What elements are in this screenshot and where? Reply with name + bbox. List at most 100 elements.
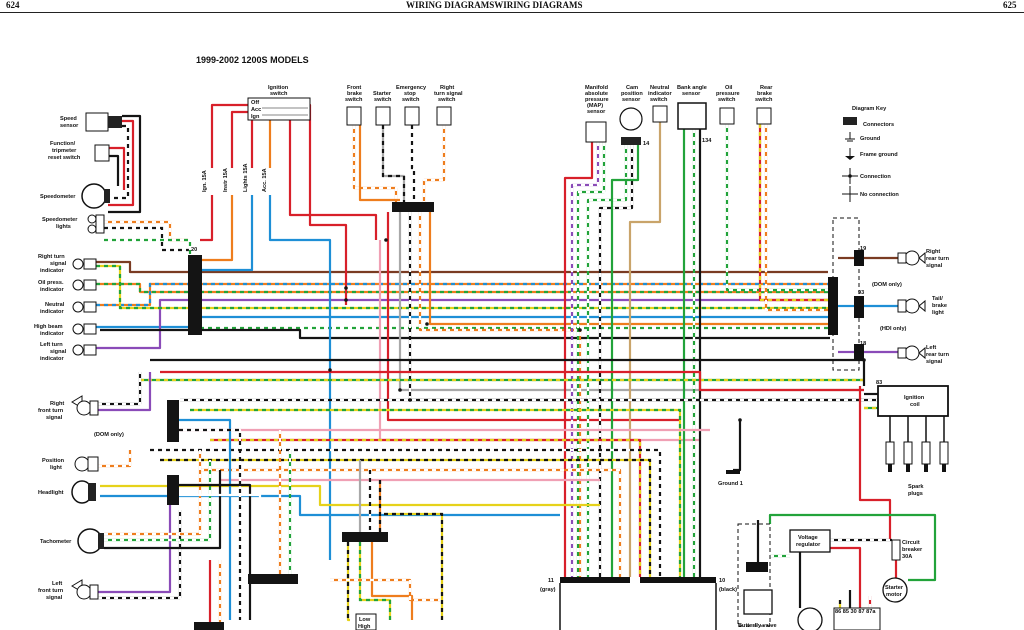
wire-stripe-white-53 xyxy=(576,142,606,577)
wire-junction xyxy=(738,418,742,422)
wire-red-26 xyxy=(300,103,348,305)
wire-orange-white-38 xyxy=(422,125,446,207)
speedometer-lights-label-2: lights xyxy=(56,224,71,230)
svg-text:absolute: absolute xyxy=(585,91,608,97)
lower-connector-1 xyxy=(248,574,298,584)
wire-stripe-yellow-67 xyxy=(758,124,828,302)
function-switch: Function/ tripmeter reset switch xyxy=(48,141,110,162)
spark-plug-icon xyxy=(903,441,913,465)
svg-text:(DOM only): (DOM only) xyxy=(872,282,902,288)
speedometer-label: Speedometer xyxy=(40,194,76,200)
starter-motor: Starter motor xyxy=(882,577,908,603)
svg-text:position: position xyxy=(621,91,643,97)
wire-junction xyxy=(344,298,348,302)
wire-blue-15 xyxy=(96,315,828,329)
wire-red-yellow-66 xyxy=(758,124,828,302)
ignition-switch: Ignition switch Off Acc Ign xyxy=(247,85,311,121)
wire-green-white-64 xyxy=(725,124,828,292)
svg-text:Ignition: Ignition xyxy=(268,85,289,91)
wire-red-24 xyxy=(250,115,285,168)
page-number-left: 624 xyxy=(6,0,20,10)
high-beam-indicator: High beam indicator xyxy=(34,323,97,337)
svg-text:indicator: indicator xyxy=(40,356,64,362)
svg-text:brake: brake xyxy=(932,303,947,309)
svg-text:front turn: front turn xyxy=(38,408,64,414)
svg-text:Ignition: Ignition xyxy=(904,395,925,401)
svg-text:Voltage: Voltage xyxy=(798,535,818,541)
wire-stripe-white-39 xyxy=(422,125,446,207)
wire-stripe-black-129 xyxy=(384,512,444,620)
wire-red-22 xyxy=(210,103,262,168)
svg-text:signal: signal xyxy=(46,595,63,601)
spark-plug-tip xyxy=(942,464,946,472)
wire-junction xyxy=(328,368,332,372)
svg-text:Left: Left xyxy=(52,581,62,587)
wire-blue-109 xyxy=(179,418,232,620)
page-header: 624 WIRING DIAGRAMSWIRING DIAGRAMS 625 xyxy=(0,0,1024,13)
speedometer: Speedometer xyxy=(40,183,110,209)
wire-stripe-black-111 xyxy=(179,428,242,620)
svg-text:134: 134 xyxy=(702,138,712,144)
map-sensor: Manifold absolute pressure (MAP) sensor xyxy=(585,85,609,143)
function-switch-label-2: tripmeter xyxy=(52,148,77,154)
wire-orange-white-107 xyxy=(104,450,202,536)
wire-red-4 xyxy=(109,146,126,190)
wire-red-49 xyxy=(563,142,594,577)
wire-stripe-white-55 xyxy=(586,145,628,577)
right-rear-turn-signal: 19 Right rear turn signal xyxy=(854,246,950,269)
headlight: Headlight xyxy=(38,480,96,504)
svg-text:Neutral: Neutral xyxy=(650,85,670,91)
emergency-stop-switch: Emergency stop switch xyxy=(396,85,427,126)
wire-junction xyxy=(578,328,582,332)
wire-red-1 xyxy=(108,119,135,207)
spark-plug-icon xyxy=(885,441,895,465)
rear-lighting-connector xyxy=(828,277,838,335)
wire-stripe-black-124 xyxy=(346,542,350,622)
svg-text:brake: brake xyxy=(757,91,772,97)
speedometer-lights-label-1: Speedometer xyxy=(42,217,78,223)
wire-orange-white-6 xyxy=(104,220,188,242)
svg-text:switch: switch xyxy=(402,97,420,103)
svg-text:11: 11 xyxy=(548,578,554,584)
wire-orange-127 xyxy=(370,542,414,620)
wire-red-47 xyxy=(386,212,680,422)
svg-text:indicator: indicator xyxy=(40,287,64,293)
svg-text:Right: Right xyxy=(50,401,64,407)
diagram-key: Diagram Key Connectors Ground Frame grou… xyxy=(842,106,899,202)
svg-text:83: 83 xyxy=(876,380,882,386)
spark-plug-icon xyxy=(921,441,931,465)
front-turn-connector xyxy=(167,400,179,442)
starter-relay: 86 85 30 87 87a xyxy=(833,607,881,630)
svg-text:Acc: Acc xyxy=(251,107,261,113)
voltage-regulator: Voltage regulator xyxy=(789,529,831,630)
svg-text:turn signal: turn signal xyxy=(434,91,463,97)
spark-plugs: Spark plugs xyxy=(885,416,949,497)
svg-text:Left: Left xyxy=(926,345,936,351)
svg-text:signal: signal xyxy=(926,359,943,365)
wire-stripe-white-105 xyxy=(104,460,212,542)
tachometer: Tachometer xyxy=(40,528,104,554)
wire-stripe-black-35 xyxy=(381,125,406,207)
position-light: Position light xyxy=(42,456,99,472)
circuit-breaker: Circuit breaker 30A xyxy=(891,539,923,561)
wire-stripe-green-12 xyxy=(96,282,828,294)
right-front-turn-signal: Right front turn signal (DOM only) xyxy=(38,395,124,438)
svg-text:pressure: pressure xyxy=(585,97,609,103)
wire-stripe-white-7 xyxy=(104,220,188,242)
left-rear-turn-signal: 18 Left rear turn signal xyxy=(854,341,950,365)
wires-layer xyxy=(96,103,937,630)
svg-text:Starter: Starter xyxy=(885,585,904,591)
svg-text:Acc. 15A: Acc. 15A xyxy=(262,168,268,192)
svg-text:(HDI only): (HDI only) xyxy=(880,326,907,332)
wire-black-white-96 xyxy=(98,372,142,406)
wire-junction xyxy=(344,286,348,290)
page-header-title: WIRING DIAGRAMSWIRING DIAGRAMS xyxy=(406,0,583,10)
wire-gray-black-34 xyxy=(381,125,406,207)
ecm-connectors: 11 (gray) 10 (black) xyxy=(540,577,737,630)
wire-stripe-black-90 xyxy=(160,458,652,577)
svg-text:indicator: indicator xyxy=(40,309,64,315)
tail-brake-light: 93 (DOM only) Tail/ brake light (HDI onl… xyxy=(854,282,947,332)
svg-text:indicator: indicator xyxy=(40,331,64,337)
neutral-indicator: Neutral indicator xyxy=(40,301,97,315)
